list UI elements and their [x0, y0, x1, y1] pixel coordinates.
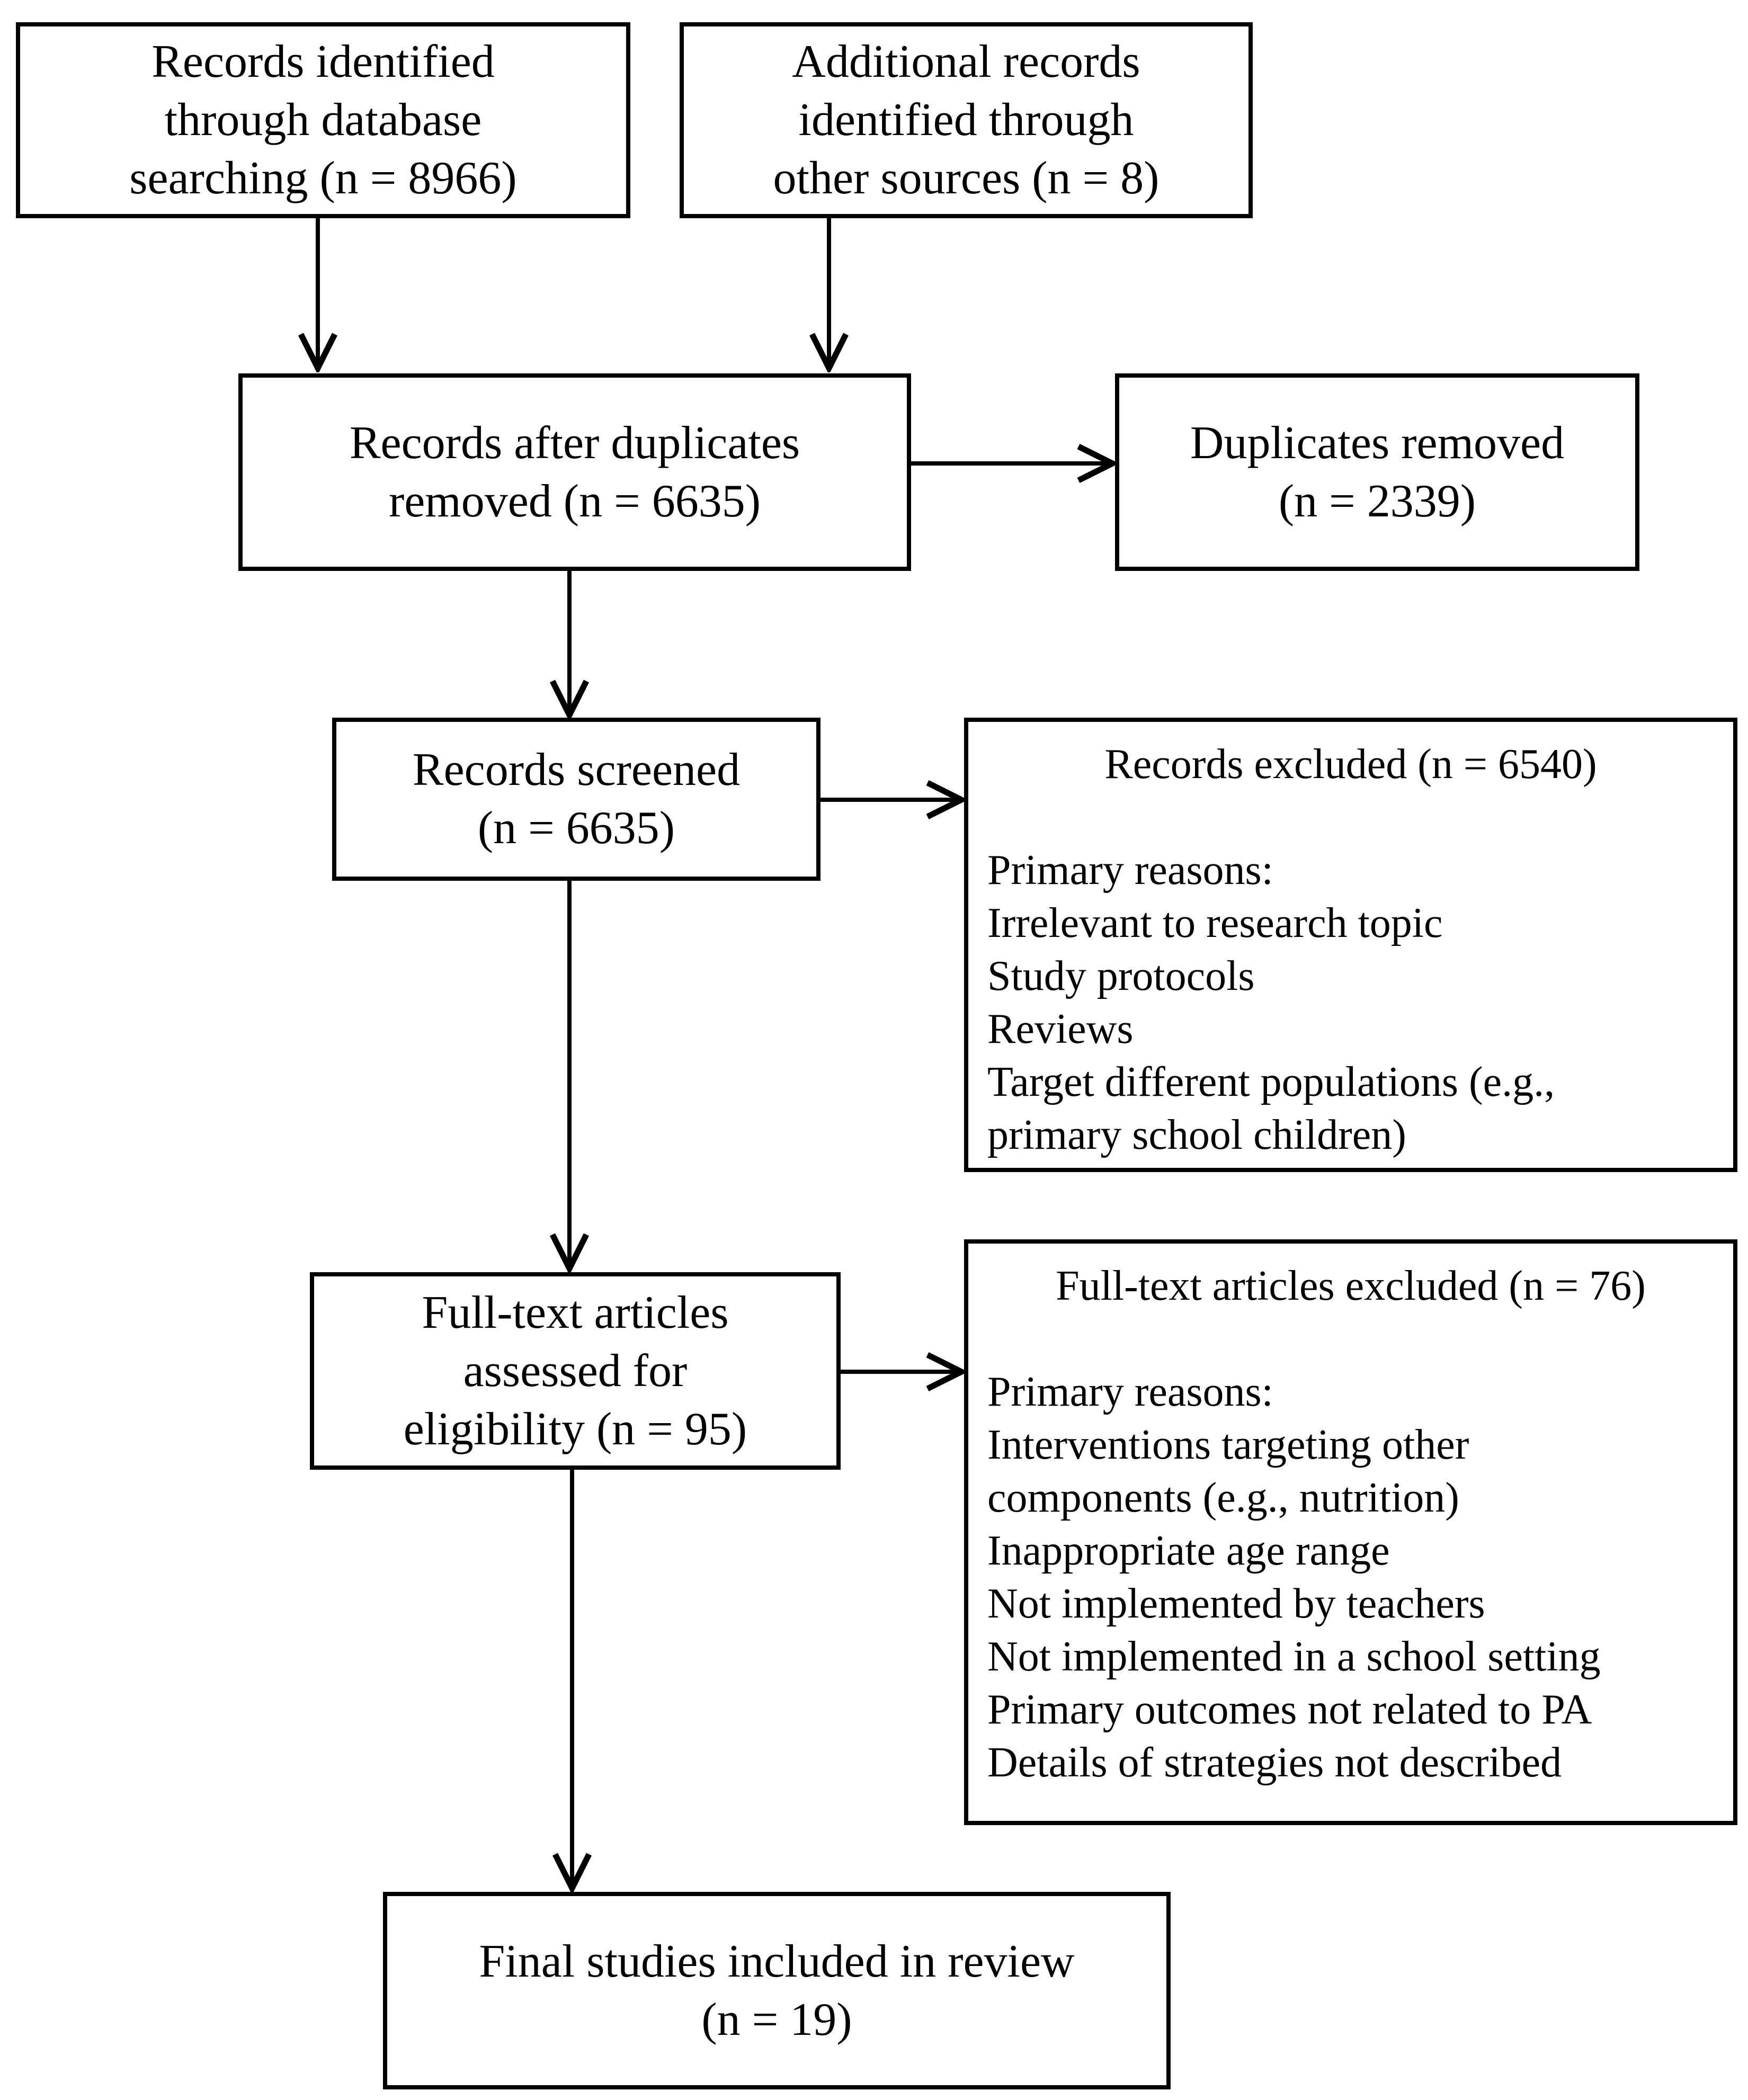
reason-line: Reviews — [987, 1006, 1134, 1052]
reason-line: Not implemented by teachers — [987, 1580, 1485, 1627]
reason-line: Inappropriate age range — [987, 1527, 1390, 1574]
fulltext-excluded-heading: Full-text articles excluded (n = 76) — [1056, 1263, 1646, 1309]
identified-other-sources-text: Additional records identified through ot… — [773, 36, 1160, 204]
fulltext-excluded-reasons: Primary reasons: Interventions targeting … — [987, 1365, 1714, 1789]
reason-line: Details of strategies not described — [987, 1739, 1562, 1786]
reason-line: Primary outcomes not related to PA — [987, 1686, 1592, 1733]
fulltext-assessed-box: Full-text articles assessed for eligibil… — [310, 1272, 841, 1470]
records-after-duplicates-text: Records after duplicates removed (n = 66… — [349, 417, 800, 527]
reason-line: Irrelevant to research topic — [987, 900, 1443, 946]
duplicates-removed-text: Duplicates removed (n = 2339) — [1190, 417, 1565, 527]
records-excluded-box: Records excluded (n = 6540) Primary reas… — [964, 718, 1737, 1172]
records-excluded-heading: Records excluded (n = 6540) — [1104, 741, 1597, 788]
identified-other-sources-box: Additional records identified through ot… — [680, 22, 1253, 218]
identified-database-box: Records identified through database sear… — [16, 22, 630, 218]
identified-database-text: Records identified through database sear… — [129, 36, 517, 204]
reason-line: Study protocols — [987, 953, 1255, 999]
reason-line: Primary reasons: — [987, 847, 1273, 893]
reason-line: Not implemented in a school setting — [987, 1633, 1601, 1680]
records-after-duplicates-box: Records after duplicates removed (n = 66… — [238, 373, 911, 571]
reason-line: Primary reasons: — [987, 1369, 1273, 1415]
duplicates-removed-box: Duplicates removed (n = 2339) — [1115, 373, 1639, 571]
reason-line: components (e.g., nutrition) — [987, 1475, 1459, 1521]
final-included-box: Final studies included in review (n = 19… — [383, 1892, 1171, 2089]
reason-line: Target different populations (e.g., — [987, 1059, 1555, 1105]
fulltext-excluded-box: Full-text articles excluded (n = 76) Pri… — [964, 1239, 1737, 1825]
reason-line: primary school children) — [987, 1112, 1406, 1158]
records-screened-text: Records screened (n = 6635) — [412, 744, 741, 854]
records-screened-box: Records screened (n = 6635) — [332, 718, 821, 881]
records-excluded-reasons: Primary reasons: Irrelevant to research t… — [987, 844, 1714, 1161]
reason-line: Interventions targeting other — [987, 1422, 1469, 1468]
fulltext-assessed-text: Full-text articles assessed for eligibil… — [403, 1286, 747, 1455]
final-included-text: Final studies included in review (n = 19… — [479, 1935, 1075, 2045]
